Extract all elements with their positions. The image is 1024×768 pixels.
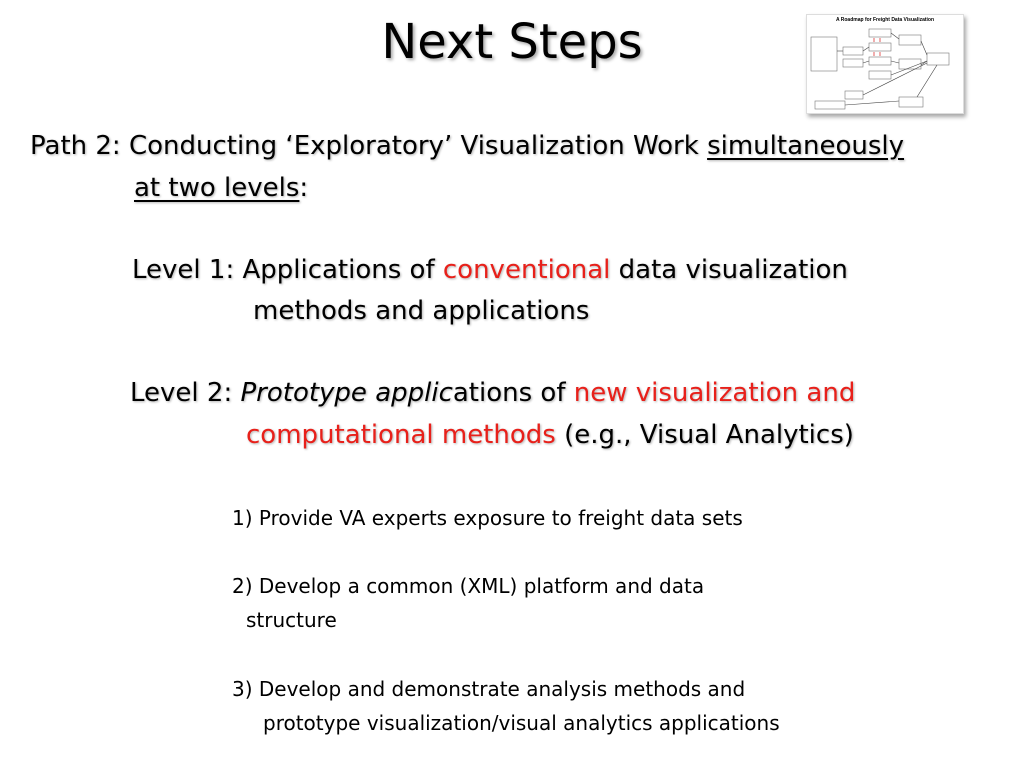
roadmap-diagram-thumbnail: A Roadmap for Freight Data Visualization <box>806 14 964 114</box>
level1-suffix: data visualization <box>610 255 848 285</box>
path2-simultaneously: simultaneously <box>707 131 905 161</box>
path2-line2: at two levels: <box>134 168 308 208</box>
level2-italic: Prototype applic <box>240 378 453 408</box>
slide-title: Next Steps <box>381 14 643 70</box>
step-3-line2: prototype visualization/visual analytics… <box>263 711 780 735</box>
level1-conventional: conventional <box>442 255 611 285</box>
path2-colon: : <box>299 173 309 203</box>
level2-line2: computational methods (e.g., Visual Anal… <box>246 415 854 455</box>
step-3-line1: 3) Develop and demonstrate analysis meth… <box>232 677 746 701</box>
level2-new-visualization: new visualization and <box>573 378 856 408</box>
level2-mid: ations of <box>452 378 574 408</box>
step-1: 1) Provide VA experts exposure to freigh… <box>232 506 743 530</box>
level1-line2: methods and applications <box>253 296 590 326</box>
step-2-line1: 2) Develop a common (XML) platform and d… <box>232 574 705 598</box>
roadmap-diagram-title: A Roadmap for Freight Data Visualization <box>835 17 935 23</box>
path2-line1: Path 2: Conducting ‘Exploratory’ Visuali… <box>30 126 904 166</box>
level2-suffix: (e.g., Visual Analytics) <box>555 420 854 450</box>
level1-prefix: Level 1: Applications of <box>132 255 443 285</box>
level2-computational-methods: computational methods <box>246 420 556 450</box>
path2-two-levels: at two levels <box>134 173 300 203</box>
step-2-line2: structure <box>246 608 337 632</box>
path2-prefix: Path 2: Conducting ‘Exploratory’ Visuali… <box>30 131 708 161</box>
level2-prefix: Level 2: <box>130 378 241 408</box>
level2-line1: Level 2: Prototype applications of new v… <box>130 373 855 413</box>
level1-line1: Level 1: Applications of conventional da… <box>132 250 848 290</box>
roadmap-diagram <box>810 28 950 110</box>
